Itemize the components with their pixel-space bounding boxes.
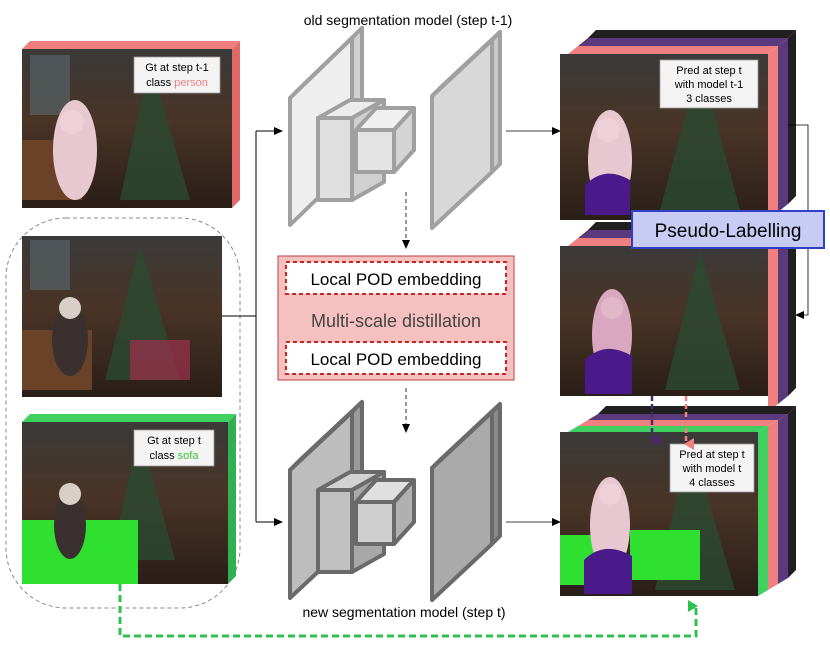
pred-prev-stack: Pred at step t with model t-1 3 classes [560,30,796,220]
pred-curr-line2: with model t [682,463,742,475]
gt-prev-class: class person [146,77,208,89]
pseudo-label-stack [560,222,796,412]
gt-curr-class: class sofa [150,450,200,462]
sofa-mask [630,530,700,580]
local-pod-top: Local POD embedding [310,270,481,289]
pred-curr-stack: Pred at step t with model t 4 classes [560,406,796,596]
input-group-outline [5,217,241,609]
input-connectors [222,127,283,526]
new-model-title: new segmentation model (step t) [302,604,505,620]
local-pod-bottom: Local POD embedding [310,350,481,369]
gt-prev-line1: Gt at step t-1 [145,62,209,74]
new-model-decoder [430,402,502,602]
pred-prev-line3: 3 classes [686,93,732,105]
distill-label: Multi-scale distillation [311,311,481,331]
pred-curr-line3: 4 classes [689,477,735,489]
purple-mask [585,173,630,215]
pseudo-labelling-badge: Pseudo-Labelling [631,210,825,249]
new-model-encoder [288,400,416,600]
old-model-title: old segmentation model (step t-1) [304,12,513,28]
pred-prev-line1: Pred at step t [676,65,741,77]
gt-prev-panel: Gt at step t-1 class person [22,41,240,208]
input-image-panel [22,236,222,397]
old-model-decoder [430,30,502,230]
gt-to-pred-arrow [118,584,698,638]
pred-curr-line1: Pred at step t [679,449,744,461]
person-mask [590,477,630,573]
gt-curr-panel: Gt at step t class sofa [22,414,236,584]
pred-prev-line2: with model t-1 [674,79,743,91]
purple-mask [584,548,632,594]
purple-mask [585,348,632,394]
multi-scale-distillation-box: Local POD embedding Multi-scale distilla… [277,255,515,381]
old-model-encoder [288,26,416,227]
pseudo-labelling-label: Pseudo-Labelling [655,221,802,242]
gt-curr-line1: Gt at step t [147,435,201,447]
